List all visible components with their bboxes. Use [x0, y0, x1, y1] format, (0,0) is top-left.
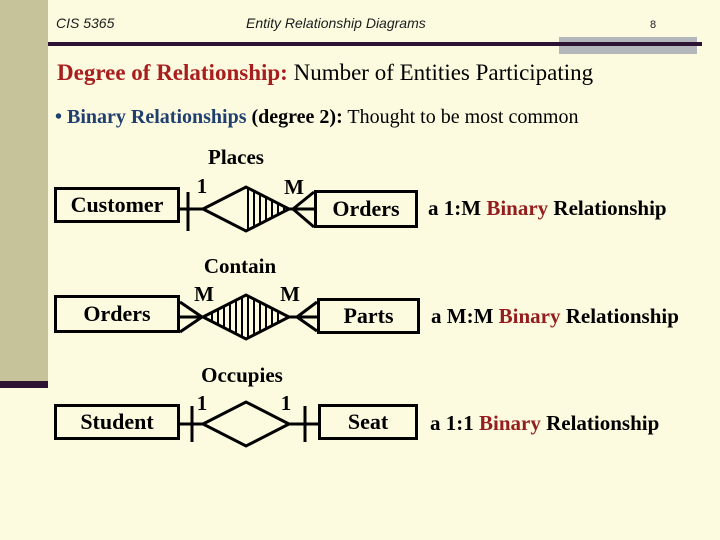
slide-title: Degree of Relationship: Number of Entiti…	[57, 59, 593, 87]
caption-prefix: a M:M	[431, 304, 499, 328]
bullet-mid: (degree 2):	[246, 106, 343, 128]
relationship-name: Contain	[203, 254, 277, 278]
entity-label: Orders	[332, 196, 400, 221]
sidebar-divider-line	[0, 381, 48, 388]
diamond-hatching	[211, 295, 279, 339]
entity-box: Orders	[314, 190, 418, 228]
bullet-marker: •	[55, 106, 63, 128]
entity-label: Parts	[343, 303, 394, 328]
slide-title-lead: Degree of Relationship:	[57, 60, 288, 85]
right-cardinality: M	[280, 282, 300, 306]
row-caption: a M:M Binary Relationship	[431, 304, 679, 329]
bullet-rest: Thought to be most common	[342, 106, 579, 128]
header-course-label: CIS 5365	[56, 15, 115, 31]
slide-title-rest: Number of Entities Participating	[287, 60, 594, 85]
entity-box: Customer	[54, 187, 180, 223]
sidebar-accent-bar	[0, 0, 48, 381]
row-caption: a 1:M Binary Relationship	[428, 196, 667, 221]
relationship-name: Places	[208, 145, 264, 169]
caption-prefix: a 1:M	[428, 196, 487, 220]
bullet-lead: Binary Relationships	[62, 106, 247, 128]
caption-highlight: Binary	[479, 411, 541, 435]
entity-label: Student	[80, 409, 154, 434]
caption-suffix: Relationship	[548, 196, 667, 220]
row-caption: a 1:1 Binary Relationship	[430, 411, 659, 436]
caption-suffix: Relationship	[560, 304, 679, 328]
entity-box: Student	[54, 404, 180, 440]
right-cardinality: 1	[280, 391, 292, 415]
caption-highlight: Binary	[486, 196, 549, 220]
left-cardinality: 1	[196, 391, 208, 415]
entity-label: Customer	[70, 192, 164, 217]
header-rule	[48, 42, 702, 46]
caption-prefix: a 1:1	[430, 411, 479, 435]
entity-box: Seat	[318, 404, 418, 440]
relationship-diamond	[199, 185, 293, 233]
right-cardinality: M	[284, 175, 304, 199]
entity-label: Orders	[83, 301, 151, 326]
caption-highlight: Binary	[498, 304, 561, 328]
page-number: 8	[650, 19, 657, 31]
left-cardinality: M	[194, 282, 214, 306]
caption-suffix: Relationship	[540, 411, 660, 435]
diamond-hatching	[247, 187, 285, 231]
entity-box: Parts	[317, 298, 420, 334]
bullet-line: • Binary Relationships (degree 2): Thoug…	[55, 105, 578, 129]
relationship-name: Occupies	[201, 363, 283, 387]
entity-label: Seat	[347, 409, 389, 434]
entity-box: Orders	[54, 295, 180, 333]
header-title: Entity Relationship Diagrams	[246, 15, 426, 31]
left-cardinality: 1	[196, 174, 208, 198]
